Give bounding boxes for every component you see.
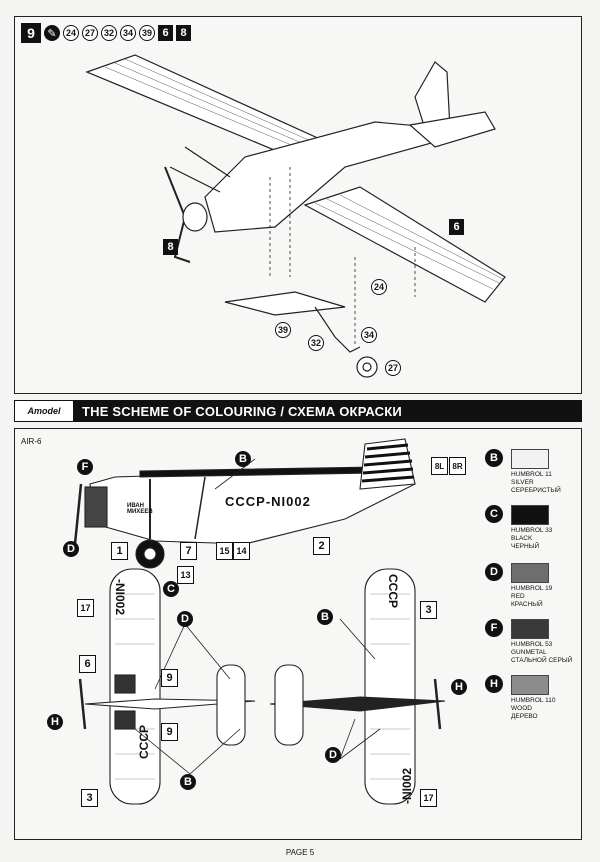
colour-swatch (511, 505, 549, 525)
colour-name-ru: ДЕРЕВО (511, 713, 538, 720)
colour-name-en: WOOD (511, 705, 532, 712)
paint-callout-d-top: D (177, 611, 193, 627)
side-registration: СССР-NI002 (225, 494, 311, 509)
bottom-wing-registration-bottom: -NI002 (400, 767, 414, 804)
bottom-wing-registration: СССР (386, 574, 400, 609)
colour-name-en: BLACK (511, 535, 533, 542)
colour-swatch (511, 563, 549, 583)
decal-number: 8R (449, 457, 466, 475)
decal-number: 1 (111, 542, 128, 560)
step-number: 9 (21, 23, 41, 43)
wing-step-callout: 6 (449, 219, 464, 235)
decal-number: 9 (161, 669, 178, 687)
part-ref: 34 (120, 25, 136, 41)
paint-callout-d-bottom: D (325, 747, 341, 763)
colour-letter: H (485, 675, 503, 693)
paint-callout-c: C (163, 581, 179, 597)
decal-number: 7 (180, 542, 197, 560)
assembly-step-panel: 9 ✎ 24 27 32 34 39 6 8 (14, 16, 582, 394)
colour-scheme-panel: AIR-6 (14, 428, 582, 840)
colour-name-en: RED (511, 593, 525, 600)
paint-callout-h-bottom: H (451, 679, 467, 695)
section-header: Amodel THE SCHEME OF COLOURING / СХЕМА О… (14, 400, 582, 422)
colour-code: HUMBROL 33 (511, 527, 553, 534)
decal-number: 6 (79, 655, 96, 673)
paint-callout-b-top: B (180, 774, 196, 790)
cowl-lettering: ИВАН МИХЕЕВ (127, 503, 153, 515)
colour-letter: D (485, 563, 503, 581)
part-ref: 32 (101, 25, 117, 41)
decal-number: 14 (233, 542, 250, 560)
section-title: THE SCHEME OF COLOURING / СХЕМА ОКРАСКИ (82, 403, 402, 419)
sub-step-ref: 6 (158, 25, 173, 41)
colour-name-ru: СТАЛЬНОЙ СЕРЫЙ (511, 657, 573, 664)
paint-callout-d: D (63, 541, 79, 557)
decal-number: 8L (431, 457, 448, 475)
paint-callout-h: H (47, 714, 63, 730)
page-number: PAGE 5 (285, 848, 315, 857)
colour-name-ru: ЧЕРНЫЙ (511, 543, 540, 550)
decal-number: 15 (216, 542, 233, 560)
colour-code: HUMBROL 19 (511, 585, 553, 592)
colour-code: HUMBROL 53 (511, 641, 553, 648)
sub-step-ref: 8 (176, 25, 191, 41)
part-callout-24: 24 (371, 279, 387, 295)
colour-scheme-drawing (73, 438, 446, 805)
part-ref: 24 (63, 25, 79, 41)
paint-callout-b: B (235, 451, 251, 467)
assembly-drawing (85, 54, 506, 378)
colour-swatch (511, 449, 549, 469)
colour-name-en: SILVER (511, 479, 534, 486)
part-callout-39: 39 (275, 322, 291, 338)
part-callout-34: 34 (361, 327, 377, 343)
colour-name-ru: СЕРЕБРИСТЫЙ (511, 487, 561, 494)
decal-number: 17 (77, 599, 94, 617)
decal-number: 3 (81, 789, 98, 807)
colour-letter: C (485, 505, 503, 523)
part-callout-32: 32 (308, 335, 324, 351)
glue-icon: ✎ (44, 25, 60, 41)
colour-code: HUMBROL 11 (511, 471, 552, 478)
colour-swatch (511, 675, 549, 695)
engine-step-callout: 8 (163, 239, 178, 255)
colour-swatch (511, 619, 549, 639)
part-ref: 27 (82, 25, 98, 41)
colour-letter: F (485, 619, 503, 637)
paint-callout-f: F (77, 459, 93, 475)
part-ref: 39 (139, 25, 155, 41)
step-badges: 9 ✎ 24 27 32 34 39 6 8 (21, 23, 191, 43)
brand-logo: Amodel (14, 400, 74, 422)
model-code: AIR-6 (21, 437, 42, 446)
top-wing-registration: -NI002 (113, 579, 127, 616)
colour-letter: B (485, 449, 503, 467)
colour-name-en: GUNMETAL (511, 649, 547, 656)
paint-callout-b-bottom: B (317, 609, 333, 625)
colour-name-ru: КРАСНЫЙ (511, 601, 543, 608)
part-callout-27: 27 (385, 360, 401, 376)
top-wing-registration-bottom: СССР (137, 724, 151, 759)
decal-number: 17 (420, 789, 437, 807)
decal-number: 3 (420, 601, 437, 619)
decal-number: 13 (177, 566, 194, 584)
decal-number: 9 (161, 723, 178, 741)
colour-code: HUMBROL 110 (511, 697, 556, 704)
decal-number: 2 (313, 537, 330, 555)
